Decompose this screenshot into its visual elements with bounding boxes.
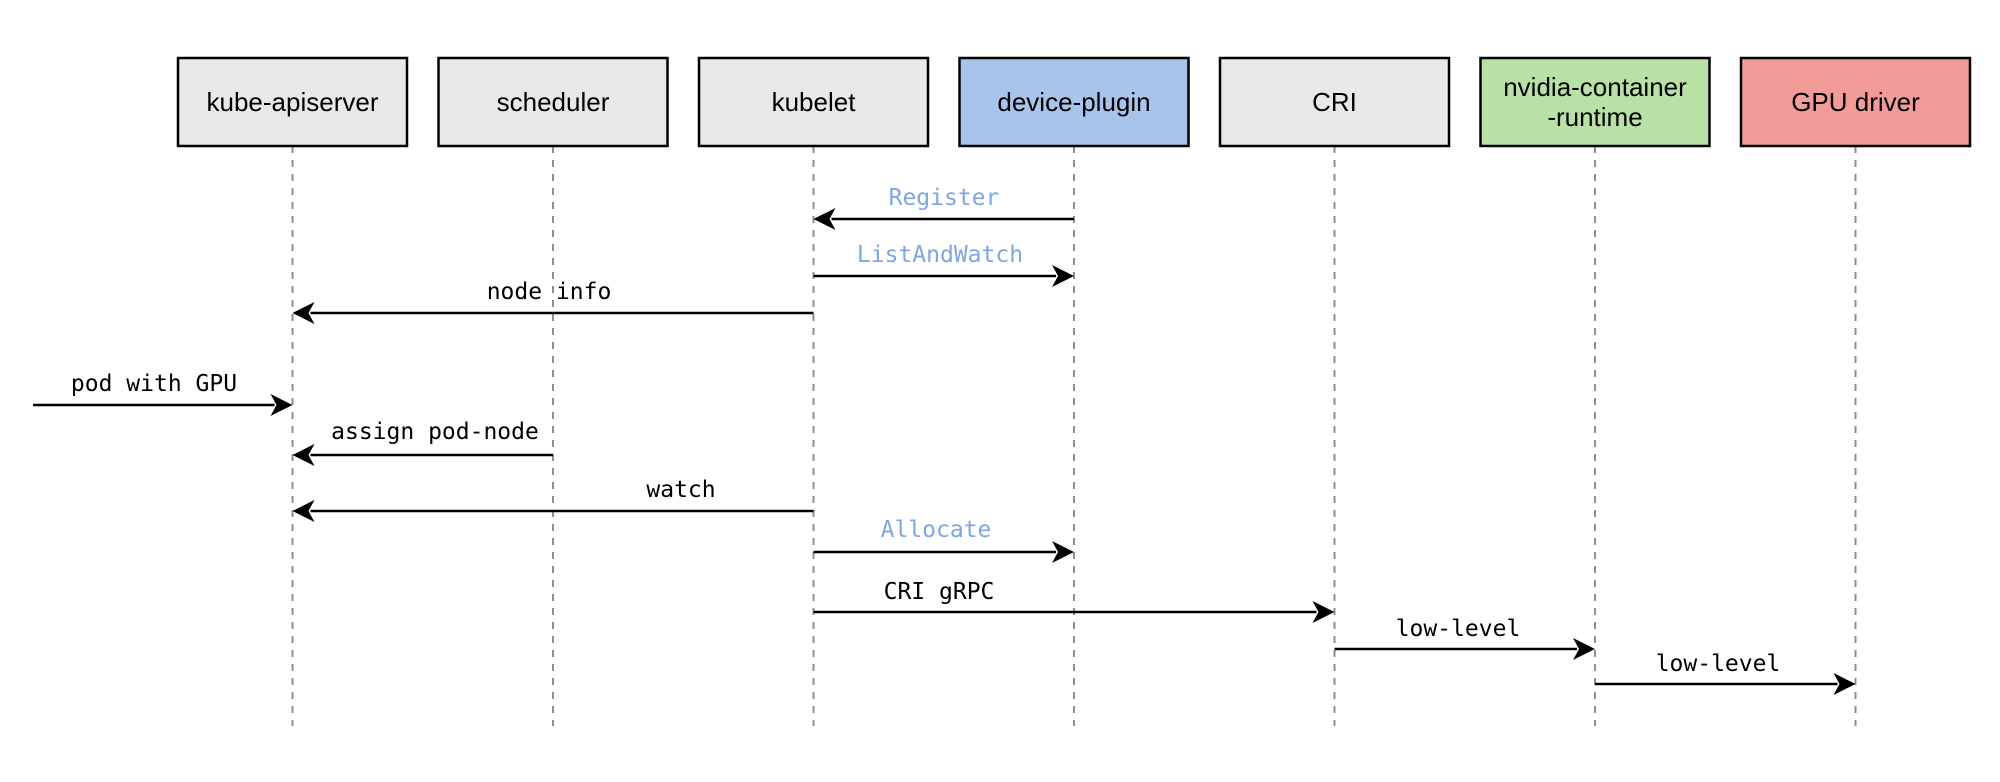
actor-device-plugin: device-plugin (958, 56, 1190, 148)
arrowhead-icon (292, 302, 315, 324)
actor-box-gpu-driver (1739, 56, 1972, 148)
actor-label-nvidia-container-runtime: nvidia-container (1503, 72, 1687, 102)
message-1: ListAndWatch (813, 242, 1074, 287)
actor-box-scheduler (437, 56, 669, 148)
actor-box-kube-apiserver (176, 56, 409, 148)
arrowhead-icon (1052, 265, 1074, 287)
actor-box-device-plugin (958, 56, 1190, 148)
message-label: pod with GPU (71, 371, 237, 397)
actor-gpu-driver: GPU driver (1739, 56, 1972, 148)
actor-label-scheduler: scheduler (497, 87, 610, 117)
actor-label-nvidia-container-runtime: -runtime (1547, 102, 1642, 132)
message-9: low-level (1595, 651, 1856, 695)
actor-kube-apiserver: kube-apiserver (176, 56, 409, 148)
actor-box-nvidia-container-runtime (1479, 56, 1711, 148)
arrowhead-icon (1312, 601, 1335, 623)
message-5: watch (292, 477, 814, 522)
actor-boxes: kube-apiserver scheduler kubelet device-plu… (176, 56, 1972, 148)
message-8: low-level (1334, 616, 1595, 660)
message-4: assign pod-node (292, 419, 553, 466)
actor-label-gpu-driver: GPU driver (1791, 87, 1920, 117)
message-3: pod with GPU (33, 371, 293, 416)
message-label: CRI gRPC (884, 579, 995, 605)
message-label: Allocate (881, 517, 992, 543)
actor-kubelet: kubelet (697, 56, 930, 148)
message-7: CRI gRPC (813, 579, 1335, 623)
actor-nvidia-container-runtime: nvidia-container-runtime (1479, 56, 1711, 148)
actor-label-cri: CRI (1312, 87, 1357, 117)
arrowhead-icon (292, 444, 315, 466)
message-label: low-level (1396, 616, 1521, 642)
message-label: watch (646, 477, 715, 503)
arrowhead-icon (292, 500, 315, 522)
message-label: Register (889, 185, 1000, 211)
actor-label-kube-apiserver: kube-apiserver (207, 87, 379, 117)
message-6: Allocate (813, 517, 1074, 563)
actor-label-device-plugin: device-plugin (997, 87, 1150, 117)
arrowhead-icon (1573, 638, 1595, 660)
arrowhead-icon (1052, 541, 1074, 563)
actor-box-kubelet (697, 56, 930, 148)
message-label: node info (487, 279, 612, 305)
actor-scheduler: scheduler (437, 56, 669, 148)
message-label: ListAndWatch (857, 242, 1023, 268)
message-label: assign pod-node (331, 419, 539, 445)
message-2: node info (292, 279, 814, 324)
actor-box-cri (1218, 56, 1451, 148)
message-0: Register (813, 185, 1074, 230)
arrowhead-icon (1833, 673, 1856, 695)
actor-cri: CRI (1218, 56, 1451, 148)
arrowhead-icon (813, 208, 836, 230)
arrowhead-icon (270, 394, 293, 416)
message-label: low-level (1656, 651, 1781, 677)
actor-label-kubelet: kubelet (772, 87, 857, 117)
